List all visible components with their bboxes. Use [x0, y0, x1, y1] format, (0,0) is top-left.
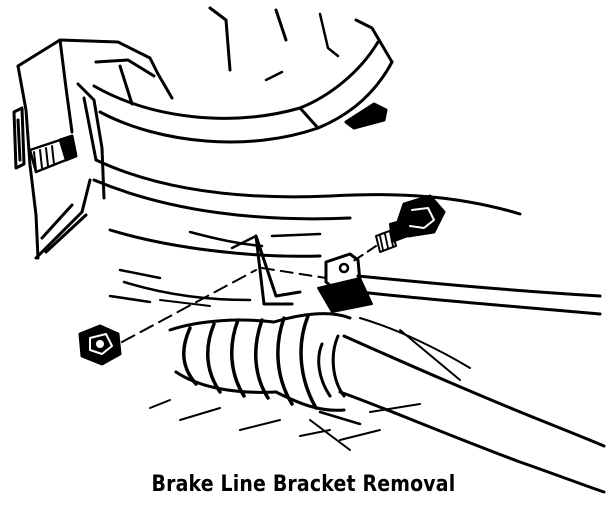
figure-caption: Brake Line Bracket Removal — [151, 472, 456, 497]
upper-cross-member — [92, 6, 394, 144]
nut-alignment-line — [121, 267, 327, 343]
body-contour-lines — [92, 158, 522, 307]
axle-shaft — [317, 334, 606, 494]
brake-line — [337, 274, 602, 316]
bracket-stud — [28, 134, 78, 174]
triangular-tab — [230, 234, 302, 306]
axle-boot — [168, 312, 352, 412]
frame-mounting-bracket — [12, 38, 174, 260]
bolt-alignment-line — [351, 245, 377, 263]
brake-line-bracket — [317, 252, 373, 313]
lower-shading — [149, 317, 471, 451]
bracket-nut — [78, 324, 122, 366]
bracket-bolt — [375, 194, 446, 253]
